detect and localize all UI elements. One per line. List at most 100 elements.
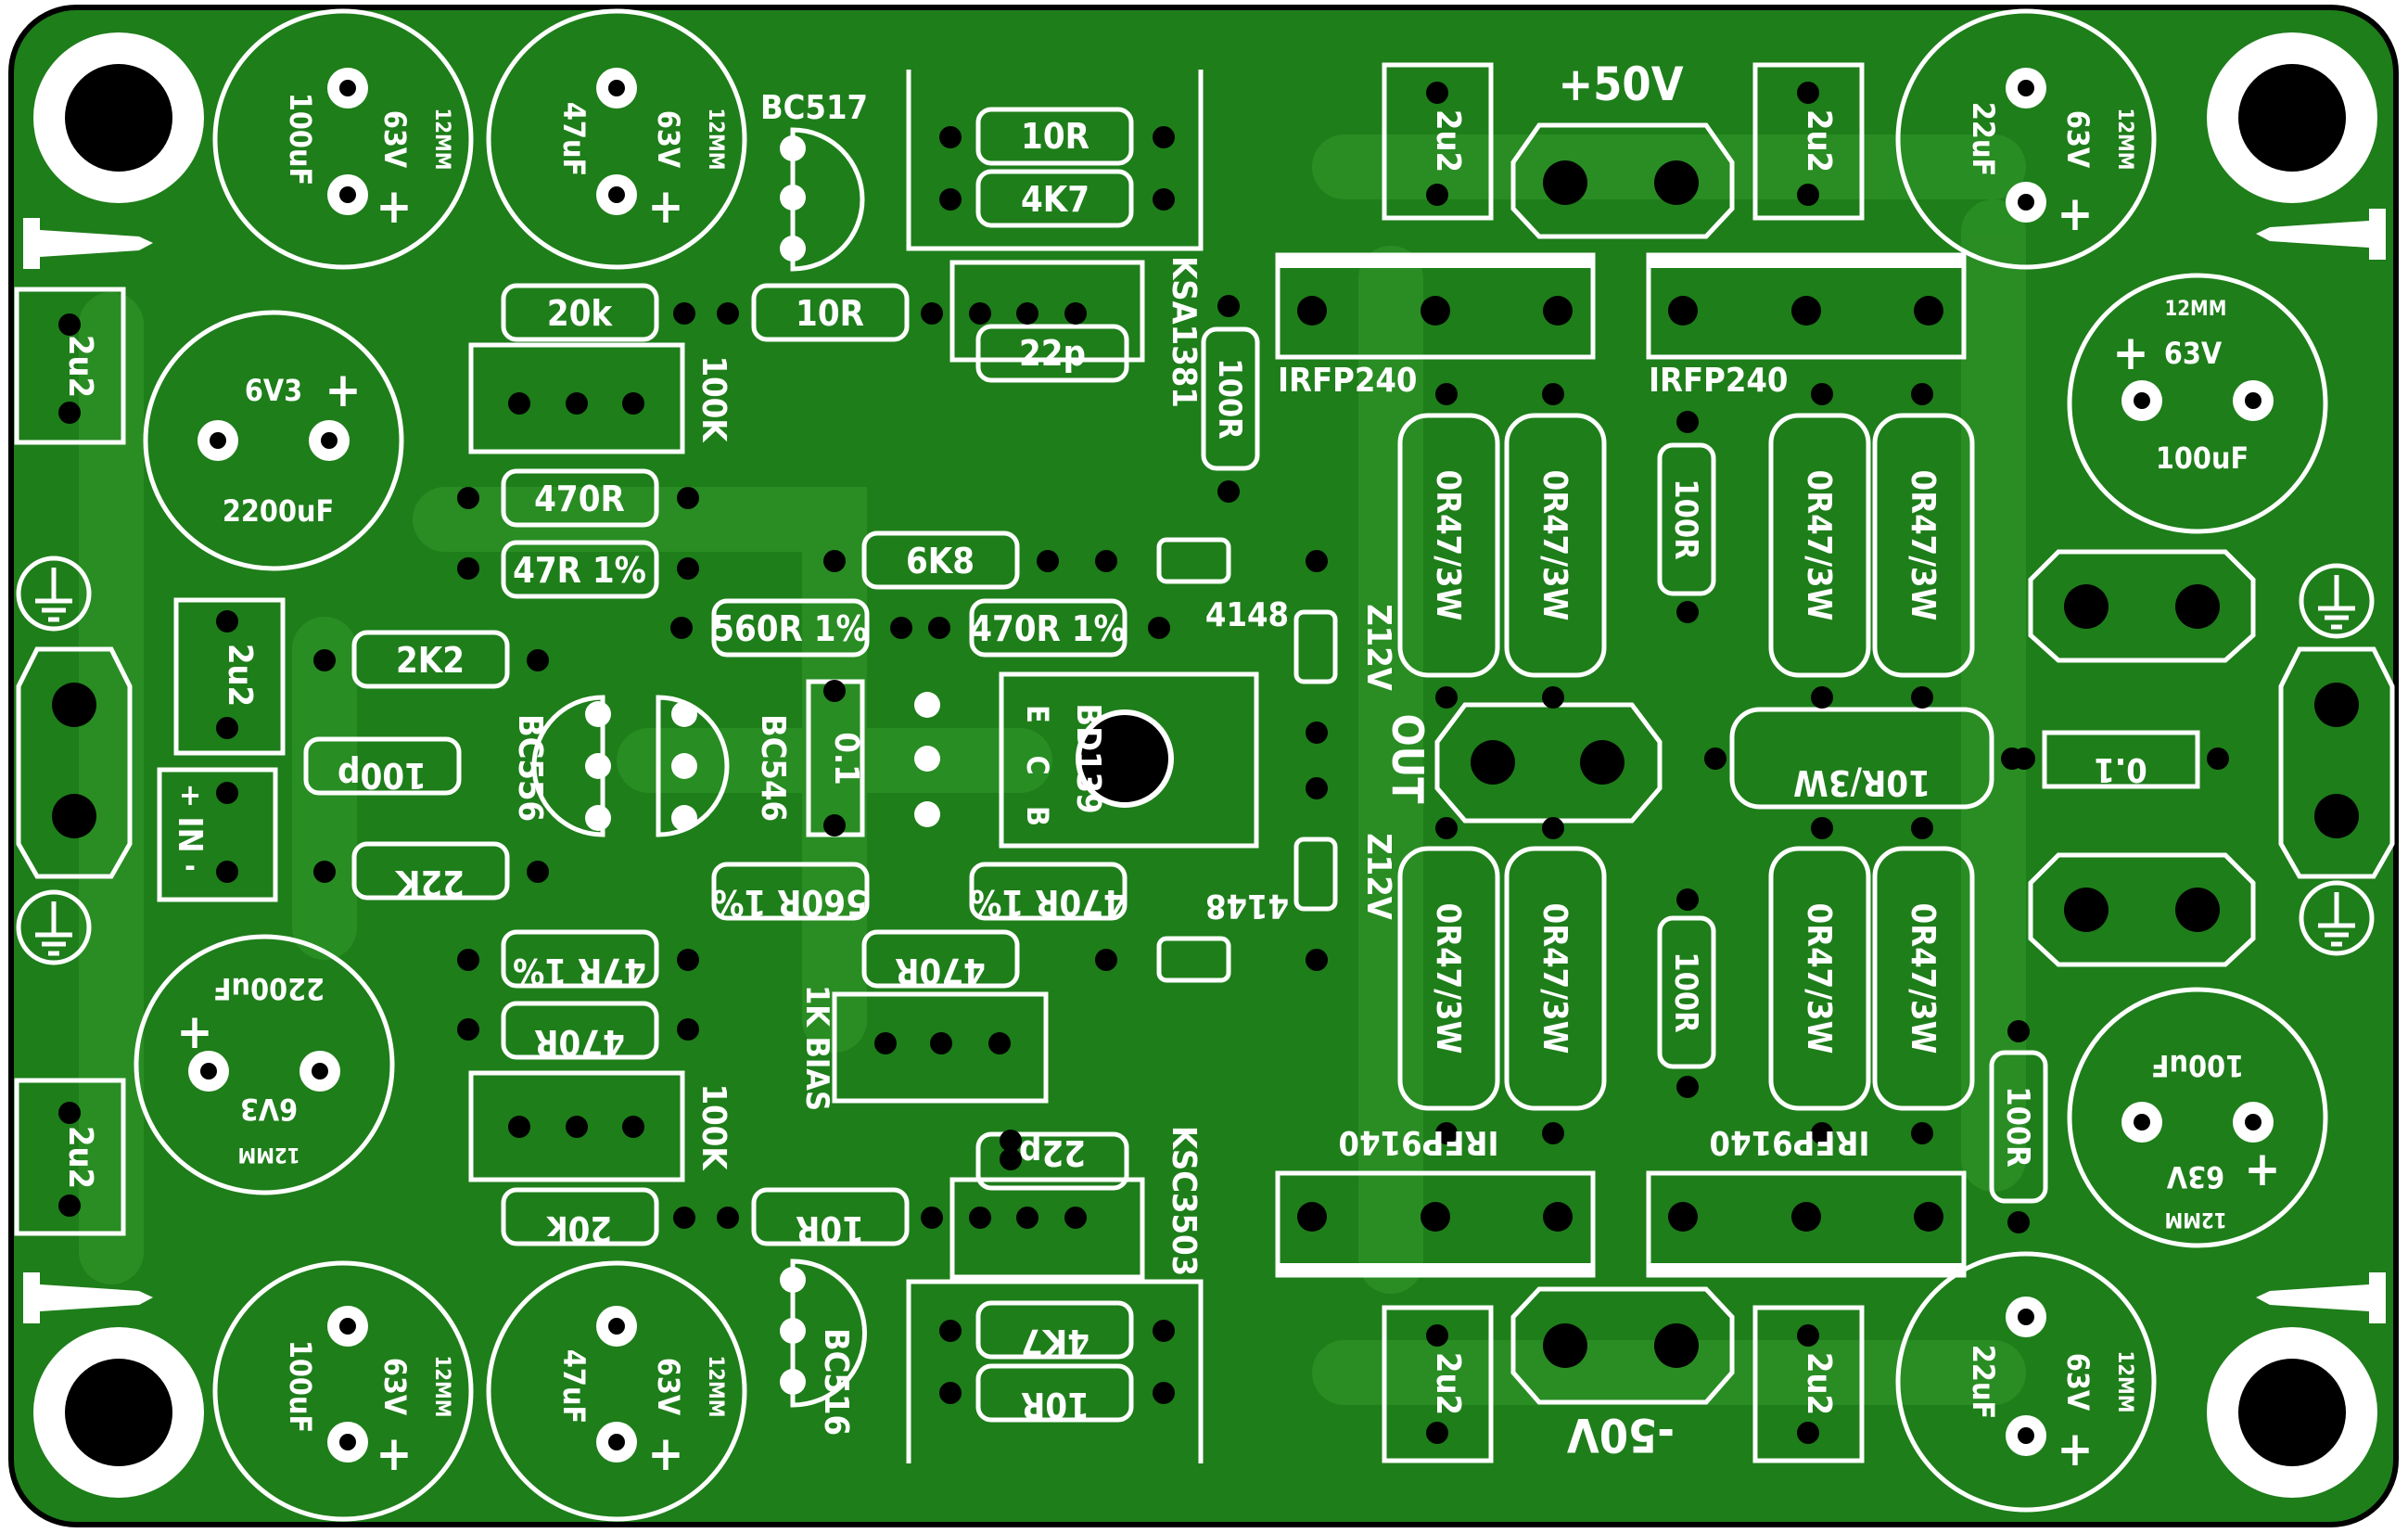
label-irfp240-b: IRFP240 [1649, 362, 1788, 400]
label-e-r-100uF-top-plus: + [2112, 326, 2148, 381]
label-c-2u2-6: 2u2 [1429, 1352, 1467, 1415]
label-bc516: BC516 [817, 1328, 855, 1436]
label-e-tr-22uF-plus: + [2057, 186, 2093, 242]
electrolytic-caps [134, 8, 2328, 1522]
label-r-0r47-3: 0R47/3W [1800, 470, 1838, 621]
label-r-0r47-8: 0R47/3W [1904, 903, 1942, 1054]
terminal-left-gnd [16, 646, 133, 879]
label-r-6k8: 6K8 [906, 541, 975, 581]
ground-icon [2299, 563, 2375, 639]
label-c-2u2-3: 2u2 [221, 644, 259, 707]
label-r-22k: 22K [394, 862, 465, 903]
label-e-r-100uF-bot-value: 100uF [2151, 1048, 2244, 1083]
label-c-22p-top: 22p [1019, 333, 1086, 374]
label-c-100p: 100p [338, 755, 427, 796]
label-e-l-2200-bot-plus: + [176, 1004, 212, 1060]
label-e-tr-22uF-voltage: 63V [2060, 110, 2096, 169]
label-irfp9140-a: IRFP9140 [1339, 1123, 1499, 1161]
label-4148-top: 4148 [1205, 596, 1289, 634]
label-4148-bottom: 4148 [1205, 887, 1289, 925]
label-c-0-1-right: 0.1 [2094, 750, 2147, 788]
diodes [1156, 537, 1338, 983]
label-r-100r-b: 100R [1667, 479, 1704, 559]
mounting-hole-top-right [2207, 32, 2377, 203]
label-e-tl-100uF-voltage: 63V [377, 110, 413, 169]
label-c-2u2-2: 2u2 [61, 1126, 99, 1189]
pads [58, 82, 2229, 1444]
label-e-tl-100uF-plus: + [376, 179, 412, 235]
label-irfp9140-b: IRFP9140 [1710, 1123, 1870, 1161]
label-e-l-2200-top-plus: + [325, 363, 361, 418]
label-r-470r-bot: 470R [534, 1022, 625, 1063]
label-e-tl-47uF-size: 12MM [704, 109, 727, 171]
mounting-hole-bottom-right [2207, 1327, 2377, 1498]
label-c-2u2-5: 2u2 [1800, 109, 1838, 172]
label-ksc3503: KSC3503 [1165, 1126, 1203, 1276]
label-e-l-2200-top-voltage: 6V3 [245, 373, 302, 408]
label-r-4k7-b: 4K7 [1021, 1322, 1089, 1362]
label-r-2k2: 2K2 [396, 640, 465, 681]
ground-icon [2299, 880, 2375, 956]
label-r-0r47-7: 0R47/3W [1800, 903, 1838, 1054]
terminal-out [1434, 702, 1663, 824]
label-e-bl-47uF-size: 12MM [704, 1356, 727, 1418]
label-r-10r-d: 10R [1021, 1385, 1089, 1425]
label-irfp240-a: IRFP240 [1278, 362, 1417, 400]
label-e-br-22uF-plus: + [2057, 1422, 2093, 1477]
terminal-right-gnd [2278, 646, 2395, 879]
label-e-bl-47uF-value: 47uF [556, 1349, 592, 1424]
label-e-bl-100uF-plus: + [376, 1426, 412, 1482]
ground-icon [16, 889, 92, 965]
label-r-47r-top: 47R 1% [513, 550, 646, 591]
label-r-0r47-1: 0R47/3W [1429, 470, 1467, 621]
terminal-speaker-bottom [2028, 852, 2256, 967]
label-r-470r1-bot: 470R 1% [970, 882, 1126, 923]
mosfet-tab-bars [1278, 255, 1964, 1276]
label-e-tl-100uF-value: 100uF [283, 93, 318, 185]
label-r-0r47-2: 0R47/3W [1535, 470, 1573, 621]
label-r-20k-top: 20k [547, 293, 614, 334]
label-r-100r-a: 100R [1211, 358, 1248, 439]
label-e-br-22uF-voltage: 63V [2060, 1353, 2096, 1412]
label-r-470r-mid: 470R [895, 951, 986, 991]
screw-icon [2256, 1272, 2386, 1323]
label-c-2u2-7: 2u2 [1800, 1352, 1838, 1415]
label-out: OUT [1382, 713, 1433, 804]
label-e-l-2200-bot-value: 2200uF [213, 971, 325, 1006]
label-r-0r47-4: 0R47/3W [1904, 470, 1942, 621]
label-e-br-22uF-size: 12MM [2113, 1351, 2136, 1413]
label-e-tl-47uF-value: 47uF [556, 102, 592, 176]
label-r-470r1-top: 470R 1% [970, 608, 1126, 649]
label-r-47r-bot: 47R 1% [513, 951, 646, 991]
label-e-tr-22uF-value: 22uF [1966, 102, 2001, 176]
label-bd139-b: B [1020, 806, 1055, 826]
screw-icon [2256, 209, 2386, 260]
label-e-bl-100uF-voltage: 63V [377, 1358, 413, 1416]
label-minus50v: -50V [1567, 1408, 1675, 1462]
label-e-br-22uF-value: 22uF [1966, 1345, 2001, 1419]
label-c-22p-bot: 22p [1019, 1132, 1086, 1173]
trimmer-outlines [468, 342, 1049, 1182]
label-c-2u2-4: 2u2 [1429, 109, 1467, 172]
label-e-tl-47uF-plus: + [647, 179, 683, 235]
label-bd139-e: E [1020, 705, 1055, 723]
label-e-tl-47uF-voltage: 63V [651, 110, 686, 169]
label-e-bl-47uF-plus: + [647, 1426, 683, 1482]
label-r-470r-top: 470R [534, 479, 625, 519]
label-bc517: BC517 [760, 89, 868, 127]
label-e-tl-100uF-size: 12MM [430, 109, 453, 171]
mounting-hole-top-left [33, 32, 204, 203]
label-c-2u2-1: 2u2 [61, 335, 99, 398]
label-z12v-top: Z12V [1359, 604, 1397, 691]
terminal-speaker-top [2028, 549, 2256, 663]
label-pot-top: 100K [694, 356, 733, 444]
label-z12v-bottom: Z12V [1359, 833, 1397, 920]
label-r-0r47-5: 0R47/3W [1429, 903, 1467, 1054]
label-c-0-1-mid: 0.1 [827, 732, 865, 785]
label-r-560r-bot: 560R 1% [712, 882, 868, 923]
label-r-10r-c: 10R [796, 1208, 864, 1249]
terminal-minus50v [1510, 1286, 1735, 1405]
label-e-r-100uF-bot-voltage: 63V [2166, 1159, 2224, 1194]
bd139-mounting-hole [1076, 709, 1174, 808]
